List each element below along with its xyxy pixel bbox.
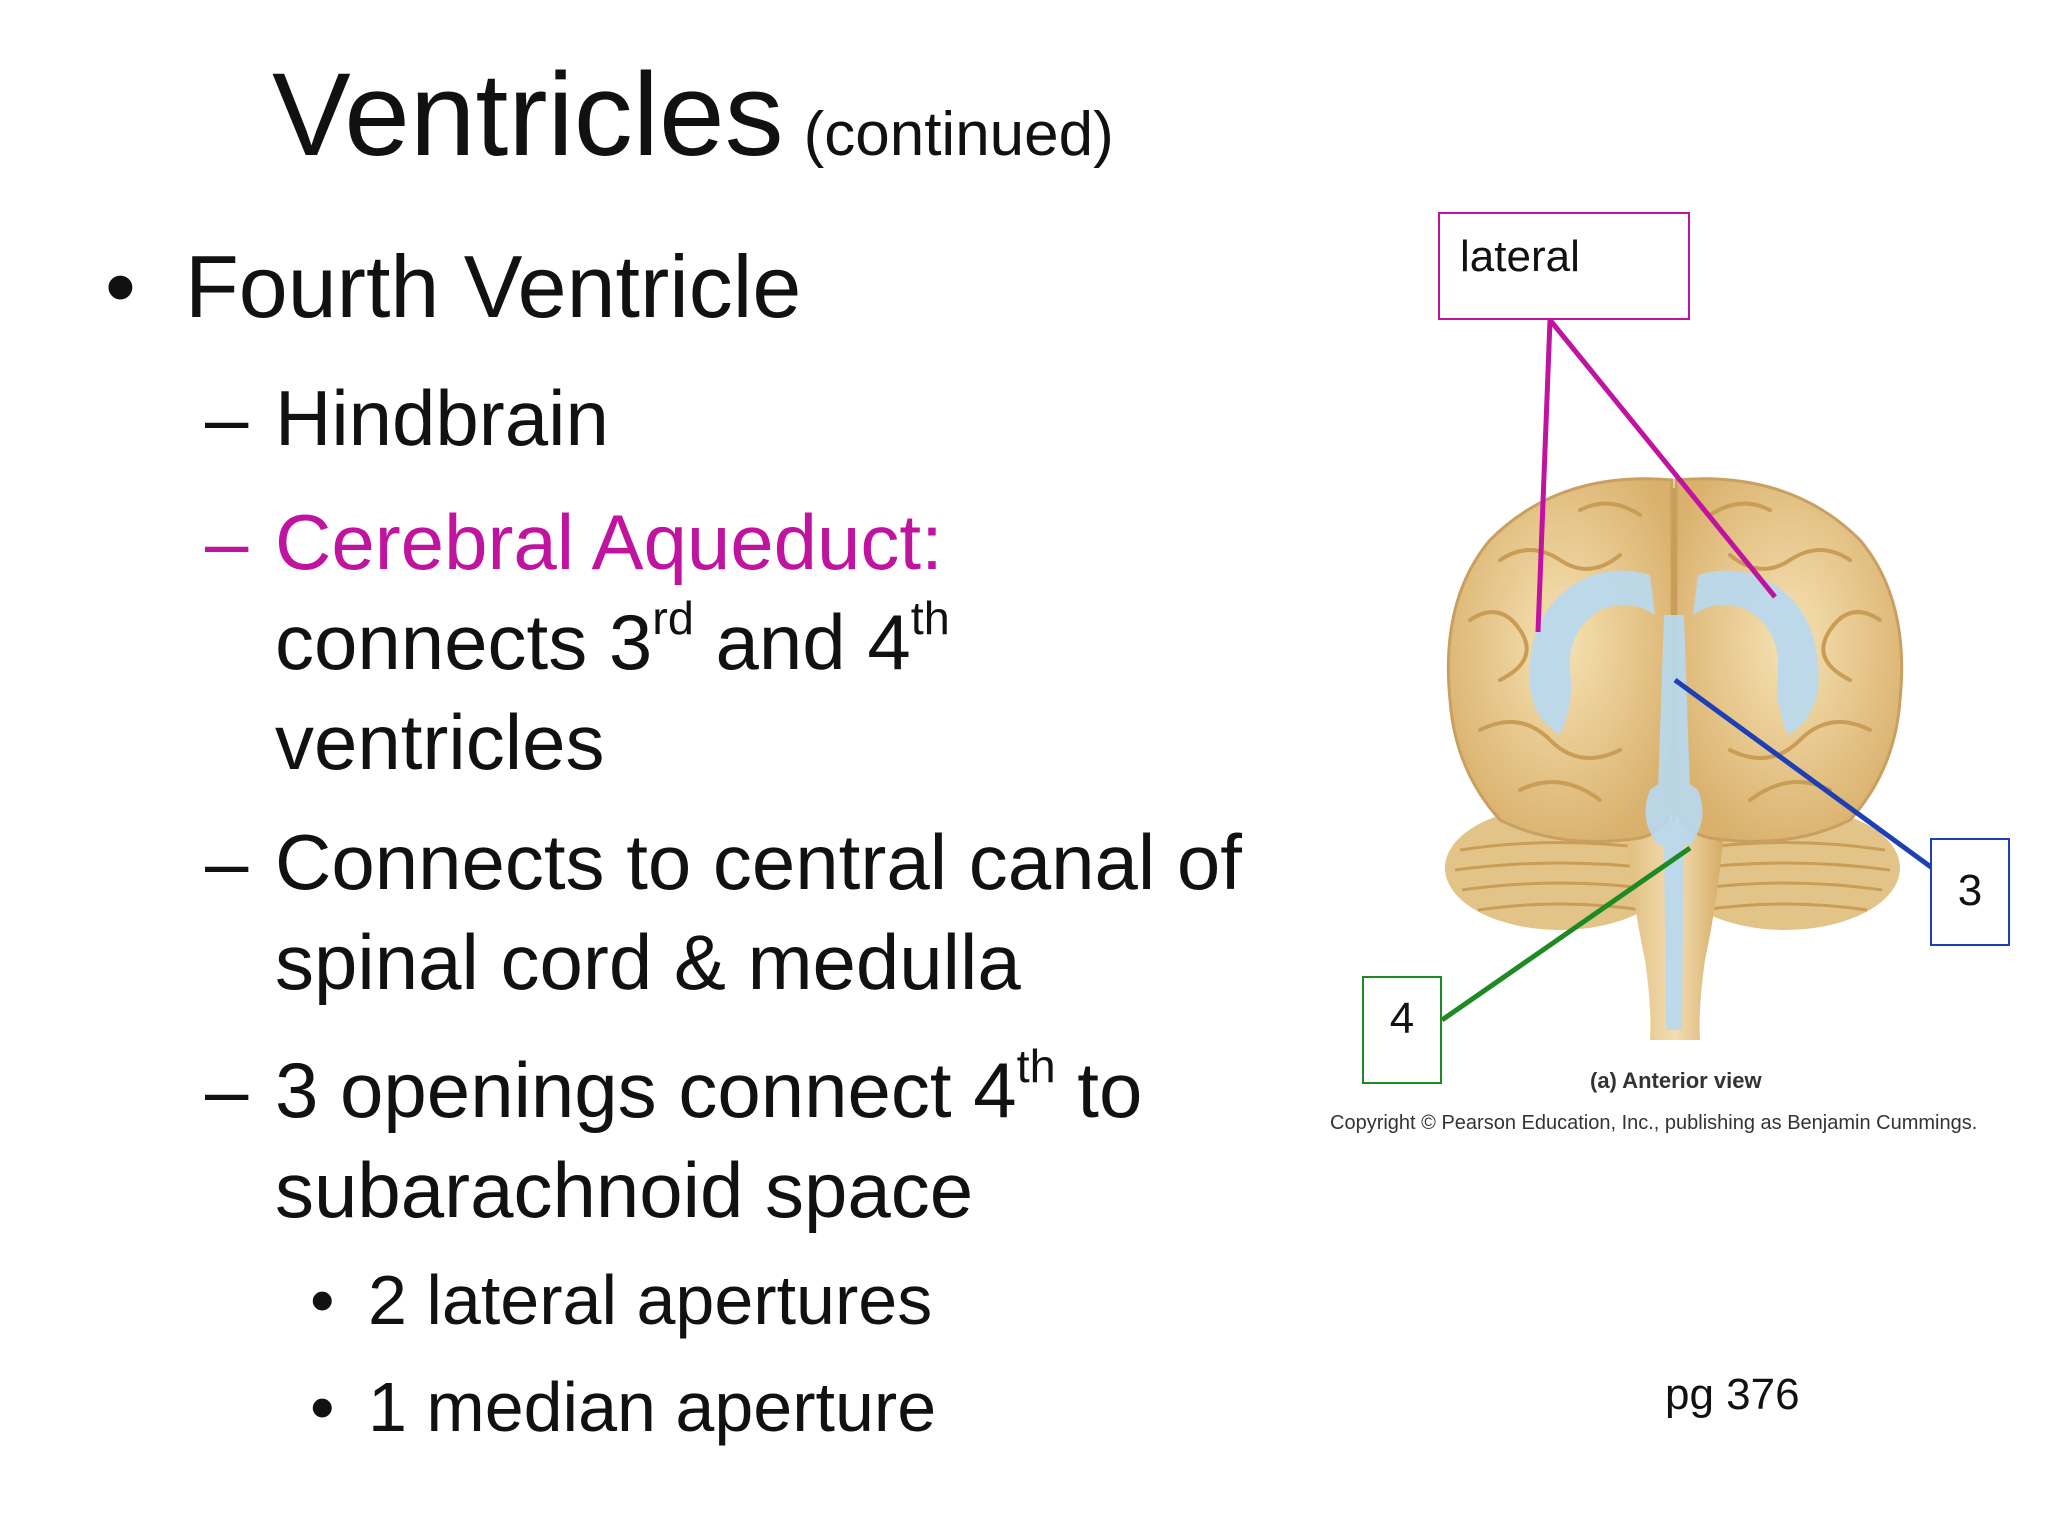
bullet-fourth-ventricle: • Fourth Ventricle (105, 232, 801, 342)
fourth-ventricle (1645, 780, 1703, 845)
figure-caption: (a) Anterior view (1590, 1068, 1762, 1093)
openings-text-b: to (1055, 1046, 1143, 1134)
slide-title: Ventricles (continued) (272, 40, 1114, 190)
aqueduct-text-b: and 4 (693, 598, 911, 686)
subbullet-cerebral-aqueduct: –Cerebral Aqueduct: connects 3rd and 4th… (205, 492, 950, 792)
sub-item-text: 2 lateral apertures (368, 1261, 933, 1339)
bullet-marker: • (310, 1368, 335, 1446)
bullet-text: Fourth Ventricle (185, 237, 802, 336)
third-ventricle (1658, 615, 1690, 790)
figure-copyright: Copyright © Pearson Education, Inc., pub… (1330, 1112, 1978, 1134)
dash-marker: – (205, 374, 249, 462)
central-canal (1664, 845, 1684, 1030)
bullet-marker: • (105, 237, 136, 336)
central-canal-line-2: spinal cord & medulla (275, 918, 1021, 1006)
sub-item-text: 1 median aperture (368, 1368, 937, 1446)
aqueduct-text-a: connects 3 (275, 598, 653, 686)
subbullet-text: Hindbrain (275, 374, 609, 462)
lateral-leader-line-right (1548, 318, 1777, 599)
dash-marker: – (205, 498, 249, 586)
aqueduct-line-2: ventricles (275, 698, 605, 786)
body-text: •Fourth Ventricle –Hindbrain –Cerebral A… (105, 232, 1242, 1452)
page-reference: pg 376 (1665, 1370, 1800, 1419)
superscript-rd: rd (652, 591, 694, 644)
subbullet-hindbrain: –Hindbrain (205, 368, 609, 468)
bullet-marker: • (310, 1261, 335, 1339)
aqueduct-heading: Cerebral Aqueduct: (275, 498, 943, 586)
sub-item-lateral-apertures: • 2 lateral apertures (310, 1255, 932, 1345)
label-fourth-ventricle: 4 (1362, 976, 1442, 1084)
label-lateral: lateral (1438, 212, 1690, 320)
third-leader-line (1673, 677, 1937, 873)
openings-line-2: subarachnoid space (275, 1146, 974, 1234)
brain-anterior-view-illustration (1440, 318, 1937, 1040)
leader-lines (1440, 318, 1937, 1023)
dash-marker: – (205, 1046, 249, 1134)
lateral-leader-line-left (1535, 319, 1553, 633)
sub-item-median-aperture: • 1 median aperture (310, 1362, 936, 1452)
left-lateral-ventricle (1529, 570, 1655, 735)
fourth-leader-line (1440, 845, 1692, 1023)
superscript-th: th (1016, 1039, 1056, 1092)
right-lateral-ventricle (1693, 570, 1819, 735)
title-main: Ventricles (272, 49, 784, 181)
aqueduct-line-1: connects 3rd and 4th (205, 592, 950, 692)
title-subtitle: (continued) (803, 100, 1114, 169)
subbullet-central-canal: –Connects to central canal of spinal cor… (205, 812, 1242, 1012)
dash-marker: – (205, 818, 249, 906)
label-third-ventricle: 3 (1930, 838, 2010, 946)
subbullet-openings: –3 openings connect 4th to subarachnoid … (205, 1040, 1142, 1240)
openings-text-a: 3 openings connect 4 (275, 1046, 1017, 1134)
ventricle-system (1529, 570, 1819, 1030)
superscript-th: th (910, 591, 950, 644)
central-canal-line-1: Connects to central canal of (275, 818, 1242, 906)
